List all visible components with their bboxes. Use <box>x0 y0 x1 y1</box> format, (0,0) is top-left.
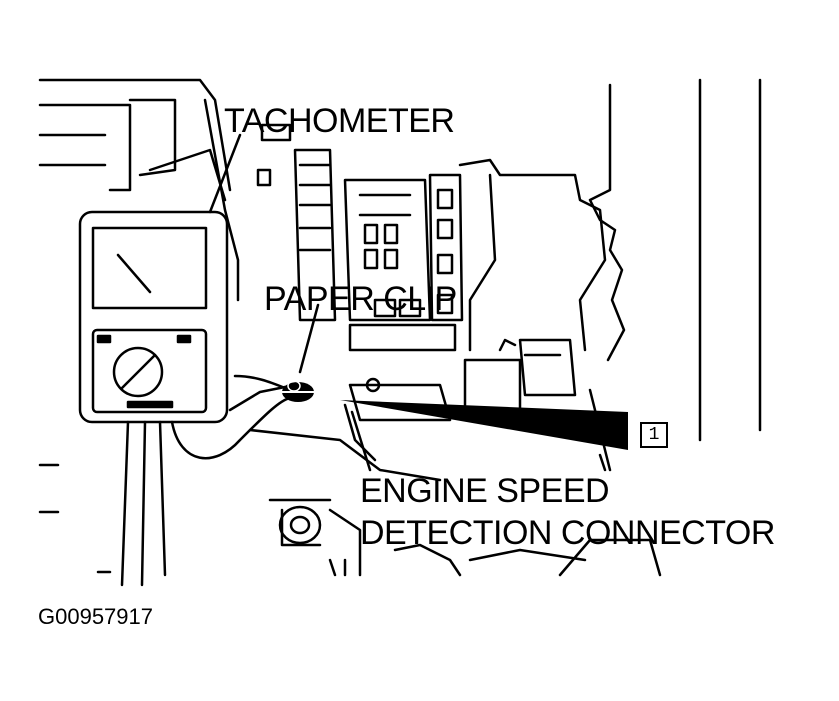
paper-clip <box>282 380 318 402</box>
tachometer-meter <box>78 210 229 424</box>
fuse-box <box>256 123 607 412</box>
engine-speed-label-line2: DETECTION CONNECTOR <box>360 514 775 552</box>
background-left-panel <box>38 78 240 574</box>
background-right-components <box>588 78 762 472</box>
detection-connector <box>343 377 452 462</box>
figure-code: G00957917 <box>38 604 153 629</box>
callout-number-box: 1 <box>640 422 668 448</box>
leader-lines <box>208 133 372 472</box>
background-lower-bay <box>248 428 662 577</box>
paper-clip-label: PAPER CLIP <box>264 280 457 318</box>
tachometer-leads <box>120 374 292 587</box>
engine-speed-label-line1: ENGINE SPEED <box>360 472 610 510</box>
callout-wedge <box>340 400 628 450</box>
tachometer-label: TACHOMETER <box>224 102 455 140</box>
